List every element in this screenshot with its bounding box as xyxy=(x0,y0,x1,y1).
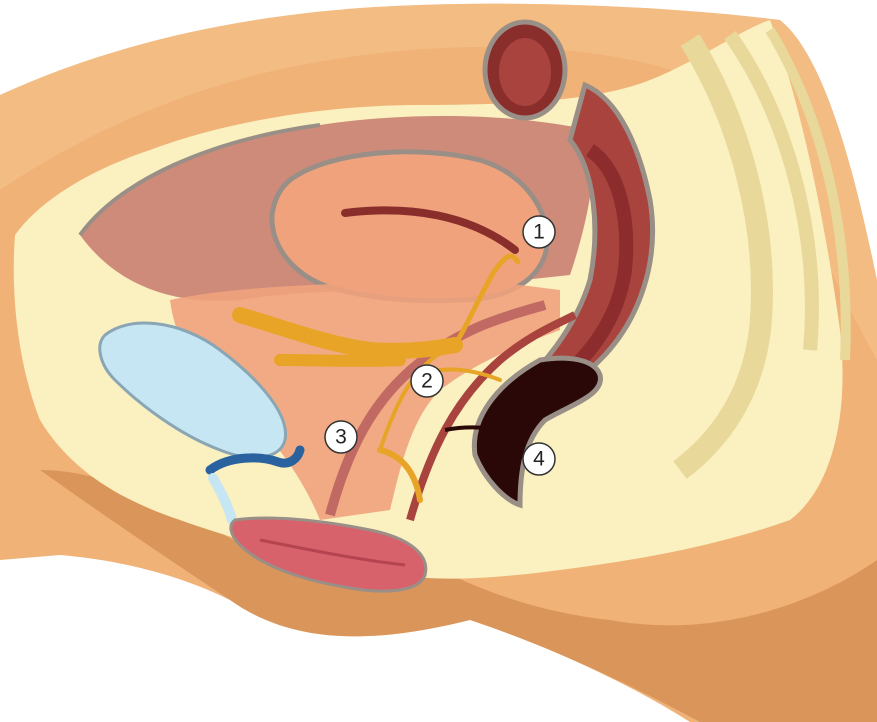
callout-4-label: 4 xyxy=(533,448,545,471)
callout-3: 3 xyxy=(325,421,357,453)
callout-1: 1 xyxy=(523,216,555,248)
intestine-loop xyxy=(485,22,565,118)
callout-3-label: 3 xyxy=(335,426,347,449)
callout-4: 4 xyxy=(523,443,555,475)
callout-2: 2 xyxy=(411,365,443,397)
callout-1-label: 1 xyxy=(533,221,545,244)
uterus xyxy=(272,152,547,301)
callout-2-label: 2 xyxy=(421,370,433,393)
